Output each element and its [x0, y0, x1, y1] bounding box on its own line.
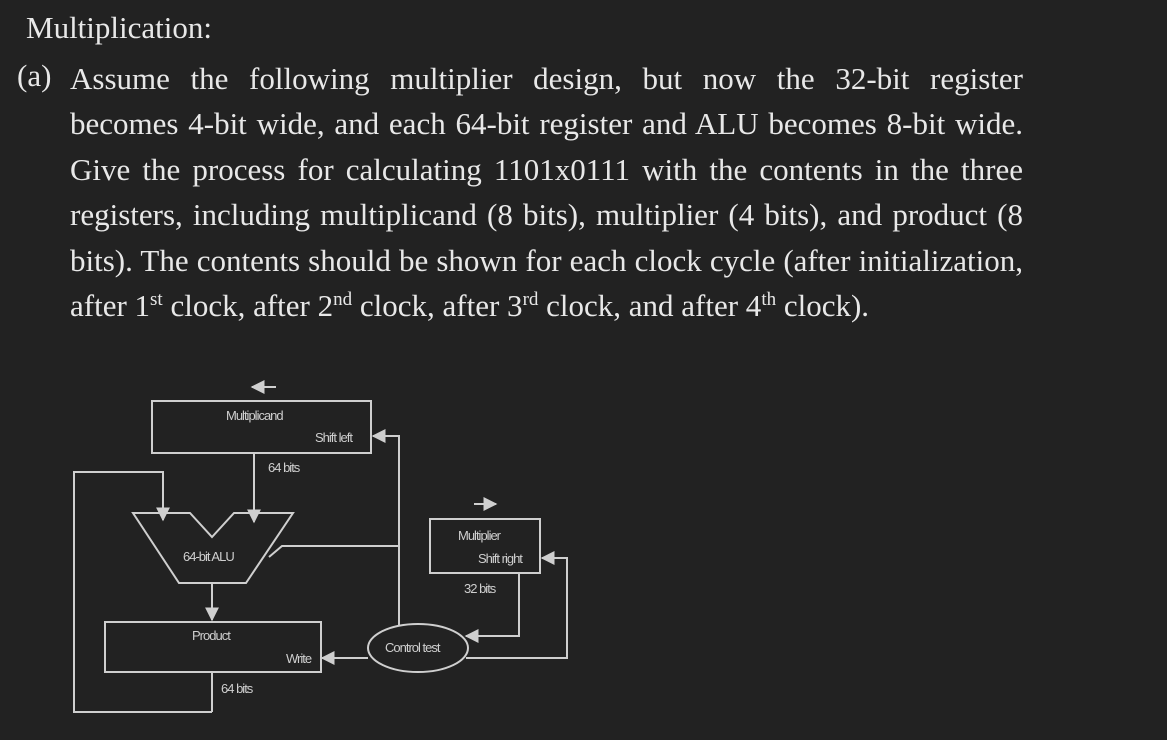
control-test-ellipse — [367, 623, 469, 673]
problem-text-part-3: clock, after 3 — [352, 288, 523, 324]
shift-right-label: Shift right — [478, 551, 523, 566]
product-bits-label: 64 bits — [221, 681, 254, 696]
write-label: Write — [286, 651, 312, 666]
multiplier-register — [429, 518, 541, 574]
superscript-th: th — [761, 289, 777, 311]
product-feedback-wire — [73, 471, 170, 713]
product-label: Product — [192, 628, 231, 643]
alu-label: 64-bit ALU — [183, 549, 234, 564]
problem-statement: Assume the following multiplier design, … — [70, 56, 1023, 328]
control-to-alu-wire — [268, 545, 400, 626]
problem-text-part-5: clock). — [776, 288, 870, 324]
heading: Multiplication: — [26, 10, 212, 45]
multiplier-to-control-wire — [464, 573, 520, 643]
control-test-label: Control test — [385, 640, 441, 655]
multiplier-bits-label: 32 bits — [464, 581, 497, 596]
multiplicand-bits-label: 64 bits — [268, 460, 301, 475]
problem-text-part-1: Assume the following multiplier design, … — [70, 61, 1023, 324]
multiplier-label: Multiplier — [458, 528, 502, 543]
superscript-nd: nd — [333, 289, 353, 311]
control-to-shift-right-wire — [466, 551, 568, 659]
multiplicand-register — [151, 400, 372, 454]
multiplicand-label: Multiplicand — [226, 408, 283, 423]
shift-left-label: Shift left — [315, 430, 353, 445]
control-to-shift-left-wire — [371, 429, 400, 626]
superscript-rd: rd — [522, 289, 539, 311]
multiplier-diagram: Multiplicand Shift left 64 bits 64-bit A… — [0, 370, 600, 735]
alu-shape — [131, 512, 295, 584]
problem-text-part-2: clock, after 2 — [162, 288, 334, 324]
problem-text-part-4: clock, and after 4 — [538, 288, 762, 324]
problem-label: (a) — [17, 58, 52, 93]
superscript-st: st — [150, 289, 163, 311]
